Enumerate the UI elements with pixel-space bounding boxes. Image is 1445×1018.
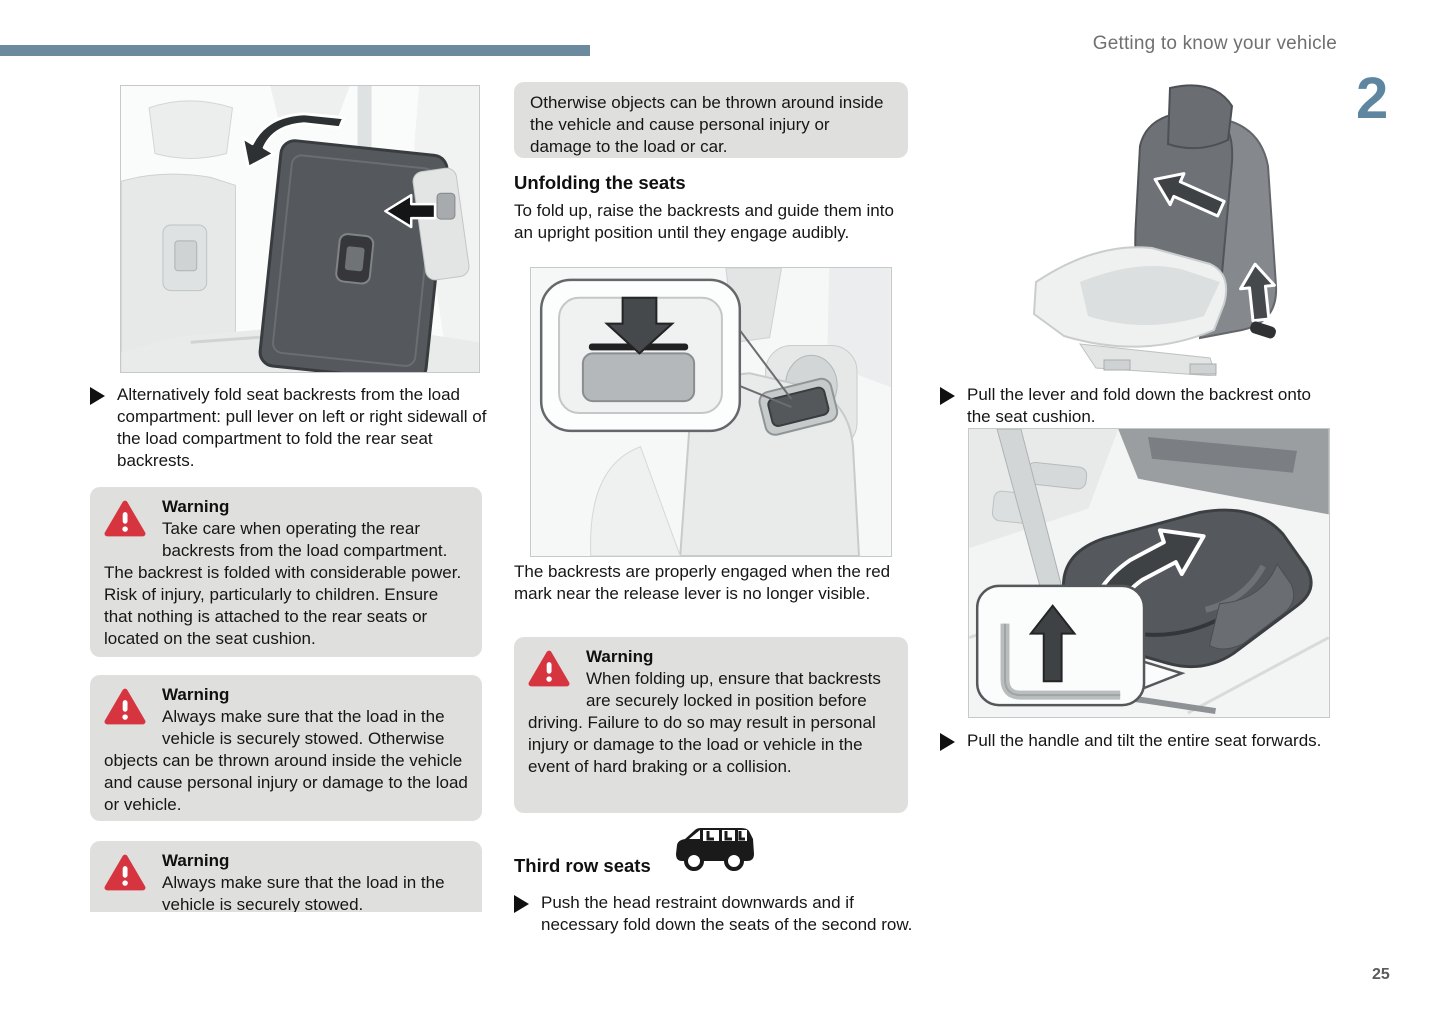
fold-down-arrow-icon <box>1153 172 1226 218</box>
magnifier-inset <box>539 278 742 433</box>
accent-bar <box>0 45 590 56</box>
instruction-text: Push the head restraint downwards and if… <box>541 893 913 934</box>
van-icon <box>676 828 754 871</box>
warning-title: Warning <box>162 497 230 516</box>
chapter-number: 2 <box>1356 66 1389 131</box>
running-header: Getting to know your vehicle <box>1092 33 1337 54</box>
instruction-item: Push the head restraint downwards and if… <box>514 892 916 936</box>
warning-text: When folding up, ensure that backrests a… <box>528 669 881 776</box>
bullet-arrow-icon <box>940 733 955 751</box>
warning-triangle-icon <box>528 649 570 699</box>
release-lever-recess <box>758 377 839 436</box>
warning-box-1: Warning Take care when operating the rea… <box>90 487 482 657</box>
section-heading: Unfolding the seats <box>514 172 686 193</box>
bullet-arrow-icon <box>514 895 529 913</box>
note-box: Otherwise objects can be thrown around i… <box>514 82 908 158</box>
warning-title: Warning <box>586 647 654 666</box>
warning-text: Always make sure that the load in the ve… <box>162 873 445 912</box>
engaged-text: The backrests are properly engaged when … <box>514 562 891 603</box>
seat-tilt-illustration <box>968 428 1330 718</box>
instruction-item: Alternatively fold seat backrests from t… <box>90 384 492 472</box>
warning-text: Always make sure that the load in the ve… <box>104 707 468 814</box>
handle-inset <box>975 584 1186 707</box>
instruction-text: Pull the handle and tilt the entire seat… <box>967 731 1322 750</box>
release-lever-illustration <box>530 267 892 557</box>
load-compartment-illustration <box>120 85 480 373</box>
press-down-arrow-icon <box>604 296 675 355</box>
warning-triangle-icon <box>104 853 146 903</box>
instruction-text: Pull the lever and fold down the backres… <box>967 385 1311 426</box>
section-text: To fold up, raise the backrests and guid… <box>514 201 894 242</box>
fold-curved-arrow-icon <box>240 112 346 169</box>
lift-lever-arrow-icon <box>1239 262 1276 323</box>
instruction-item: Pull the handle and tilt the entire seat… <box>940 730 1338 752</box>
warning-triangle-icon <box>104 687 146 737</box>
pull-handle-arrow-icon <box>1028 604 1077 683</box>
lever-arrow-icon <box>384 193 437 229</box>
third-row-heading: Third row seats <box>514 855 651 876</box>
warning-box-4: Warning When folding up, ensure that bac… <box>514 637 908 813</box>
instruction-text: Alternatively fold seat backrests from t… <box>117 385 487 470</box>
warning-text: Take care when operating the rear backre… <box>104 519 462 648</box>
warning-box-3: Warning Always make sure that the load i… <box>90 841 482 912</box>
warning-box-2: Warning Always make sure that the load i… <box>90 675 482 821</box>
instruction-item: Pull the lever and fold down the backres… <box>940 384 1338 428</box>
warning-title: Warning <box>162 685 230 704</box>
warning-title: Warning <box>162 851 230 870</box>
seat-fold-illustration <box>1032 84 1278 376</box>
page-number: 25 <box>1372 966 1390 983</box>
bullet-arrow-icon <box>940 387 955 405</box>
warning-triangle-icon <box>104 499 146 549</box>
bullet-arrow-icon <box>90 387 105 405</box>
